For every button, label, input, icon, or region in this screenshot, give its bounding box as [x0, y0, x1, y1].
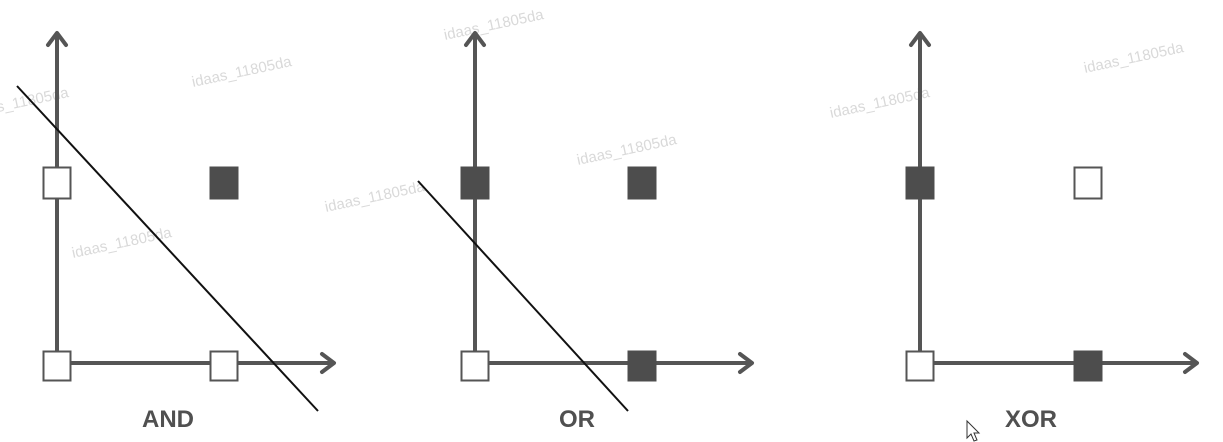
watermark-text: idaas_11805da: [575, 131, 678, 169]
watermark-text: idaas_11805da: [0, 84, 71, 122]
xor-point-0-1-filled: [905, 166, 935, 200]
or-point-0-1-filled: [460, 166, 490, 200]
or-point-1-0-filled: [627, 350, 657, 382]
or-panel: OR: [417, 31, 754, 433]
xor-point-0-0-empty: [905, 350, 935, 382]
and-separator-line: [16, 85, 319, 412]
watermark-text: idaas_11805da: [70, 224, 173, 262]
xor-point-1-1-empty: [1073, 166, 1103, 200]
watermark-text: idaas_11805da: [442, 6, 545, 44]
and-label: AND: [142, 406, 194, 433]
and-point-0-1-empty: [42, 166, 72, 200]
xor-x-axis-arrowhead: [1183, 352, 1199, 374]
and-point-0-0-empty: [42, 350, 72, 382]
and-y-axis-arrowhead: [46, 31, 68, 47]
watermark-layer: idaas_11805daidaas_11805daidaas_11805dai…: [0, 6, 1186, 262]
and-x-axis-arrowhead: [320, 352, 336, 374]
or-label: OR: [559, 406, 595, 433]
and-point-1-1-filled: [209, 166, 239, 200]
xor-y-axis-arrowhead: [909, 31, 931, 47]
or-separator-line: [417, 180, 629, 412]
or-x-axis-arrowhead: [738, 352, 754, 374]
xor-label: XOR: [1005, 406, 1057, 433]
and-panel: AND: [16, 31, 336, 433]
xor-point-1-0-filled: [1073, 350, 1103, 382]
mouse-pointer-icon: [966, 419, 981, 442]
xor-panel: XOR: [905, 31, 1199, 433]
watermark-text: idaas_11805da: [323, 178, 426, 216]
panels: AND OR XOR: [16, 31, 1199, 433]
watermark-text: idaas_11805da: [190, 53, 293, 91]
watermark-text: idaas_11805da: [1082, 39, 1185, 77]
or-point-0-0-empty: [460, 350, 490, 382]
or-point-1-1-filled: [627, 166, 657, 200]
or-y-axis-arrowhead: [464, 31, 486, 47]
watermark-text: idaas_11805da: [828, 84, 931, 122]
and-point-1-0-empty: [209, 350, 239, 382]
